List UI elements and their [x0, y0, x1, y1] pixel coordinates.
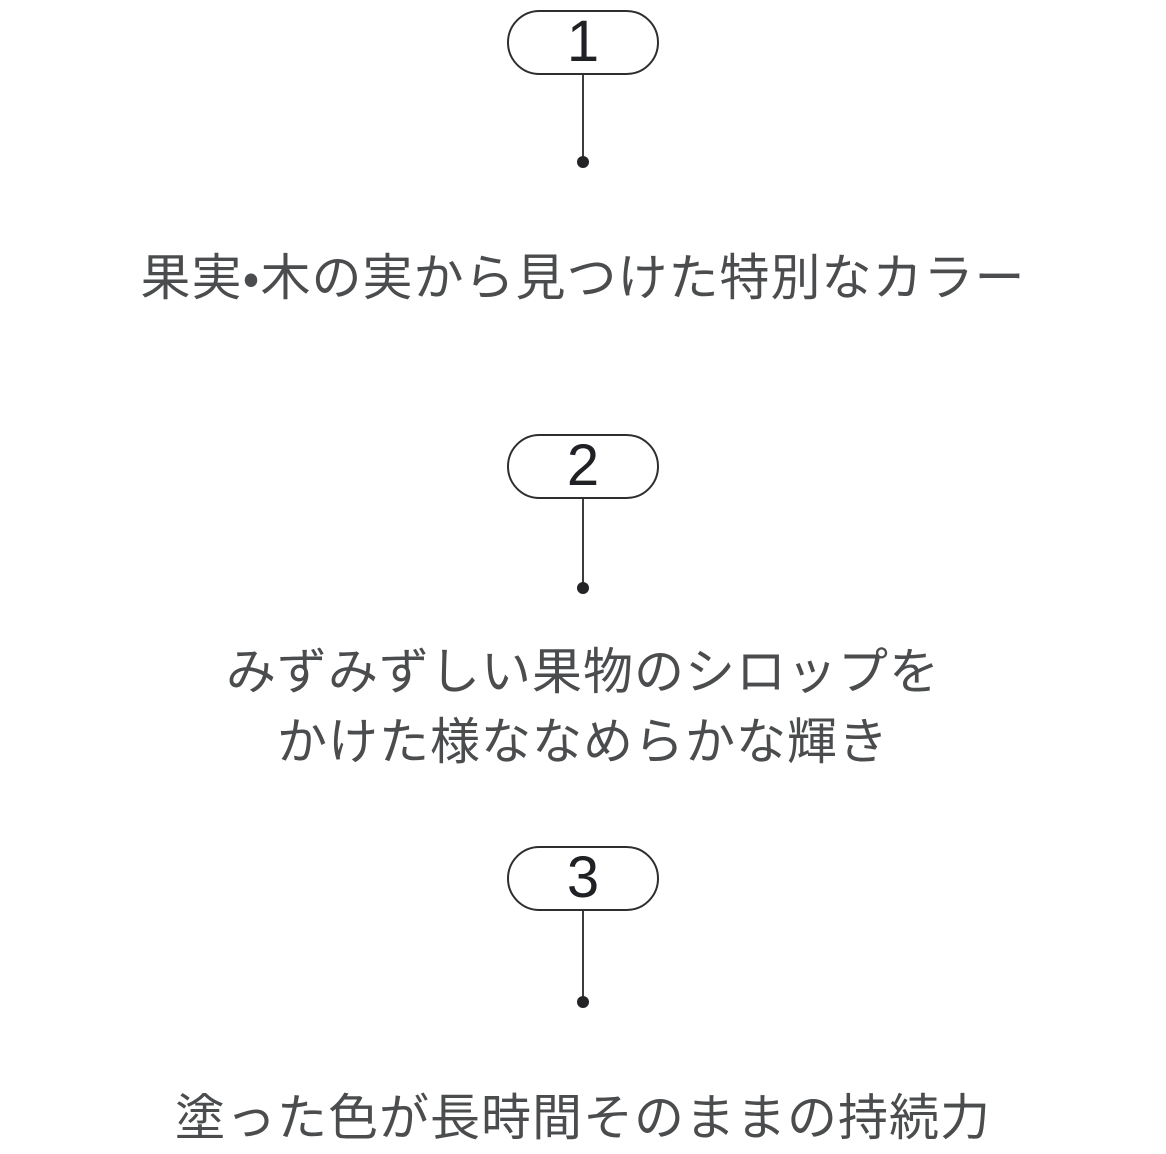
- feature-number-badge: 3: [507, 846, 659, 911]
- feature-number: 1: [566, 8, 600, 74]
- connector-line: [582, 911, 584, 997]
- connector-dot: [577, 582, 589, 594]
- feature-item-2: 2 みずみずしい果物のシロップを かけた様ななめらかな輝き: [0, 434, 1166, 777]
- connector-dot: [577, 156, 589, 168]
- feature-item-3: 3 塗った色が長時間そのままの持続力: [0, 846, 1166, 1149]
- feature-number-badge: 2: [507, 434, 659, 499]
- caption-line: かけた様ななめらかな輝き: [277, 714, 889, 770]
- feature-number: 3: [566, 844, 600, 910]
- connector-line: [582, 499, 584, 583]
- connector-line: [582, 75, 584, 157]
- feature-item-1: 1 果実・木の実から見つけた特別なカラー: [0, 10, 1166, 309]
- connector-dot: [577, 996, 589, 1008]
- feature-number: 2: [566, 432, 600, 498]
- caption-line: みずみずしい果物のシロップを: [226, 644, 940, 700]
- caption-line: 塗った色が長時間そのままの持続力: [175, 1090, 991, 1146]
- feature-caption: 果実・木の実から見つけた特別なカラー: [141, 247, 1026, 309]
- feature-caption: 塗った色が長時間そのままの持続力: [175, 1087, 991, 1149]
- feature-number-badge: 1: [507, 10, 659, 75]
- feature-caption: みずみずしい果物のシロップを かけた様ななめらかな輝き: [226, 637, 940, 777]
- caption-line: 果実・木の実から見つけた特別なカラー: [140, 250, 1026, 306]
